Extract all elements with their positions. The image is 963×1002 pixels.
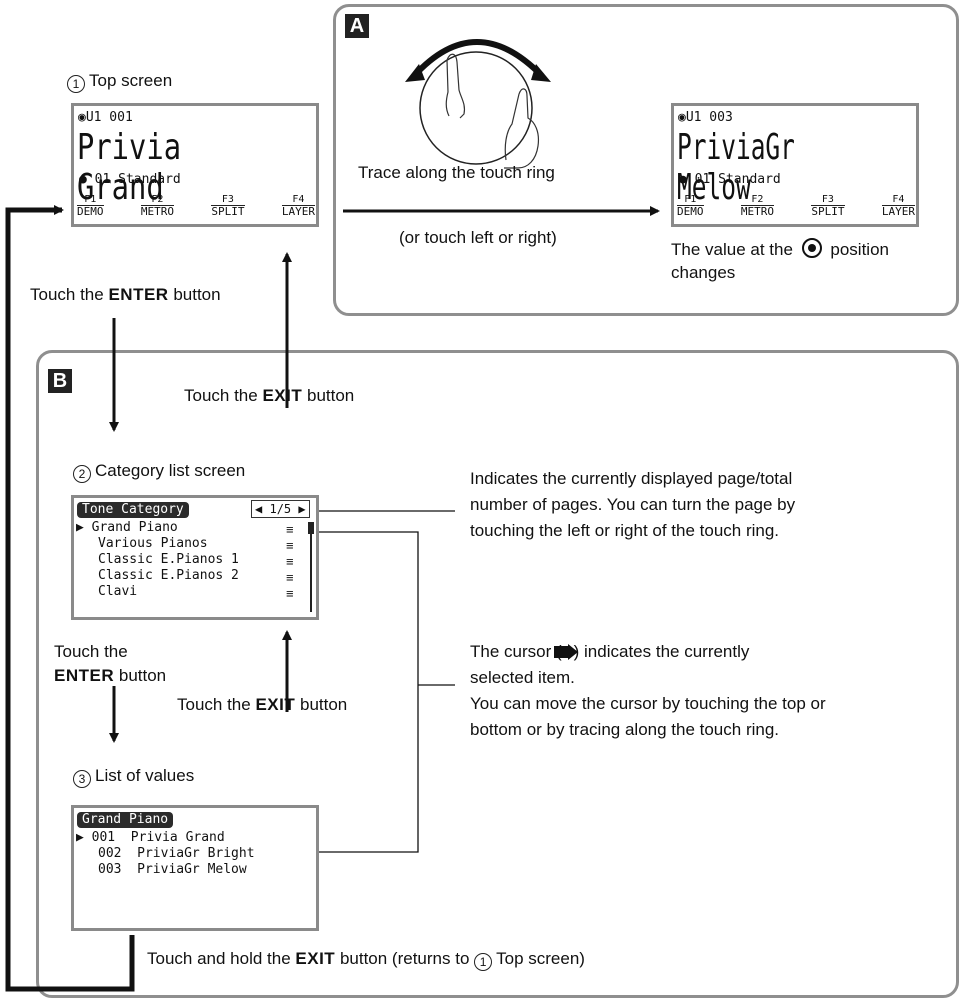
bullet-icon: ● <box>679 172 695 187</box>
category-list-screen: Tone Category ◀ 1/5 ▶ ▶ Grand Piano Vari… <box>71 495 319 620</box>
trace-text: Trace along the touch ring <box>358 163 555 182</box>
list-item[interactable]: Various Pianos <box>98 536 208 551</box>
panel-a-badge: A <box>345 14 369 38</box>
list-item[interactable]: Clavi <box>98 584 138 599</box>
top-screen-2-variation: ● 01 Standard <box>679 172 781 187</box>
enter-instruction-2b: ENTER button <box>54 666 167 685</box>
cursor-arrow-body <box>553 646 568 658</box>
touch-ring-illustration <box>405 39 551 169</box>
cursor-icon: ▶ <box>76 520 92 535</box>
cursor-note-3: You can move the cursor by touching the … <box>470 694 826 713</box>
list-item[interactable]: 003 PriviaGr Melow <box>98 862 247 877</box>
target-position-icon <box>801 238 822 258</box>
bullet-icon: ● <box>79 172 95 187</box>
cursor-note-2: selected item. <box>470 668 575 687</box>
list-item[interactable]: Classic E.Pianos 1 <box>98 552 239 567</box>
panel-b <box>36 350 959 998</box>
top-screen-2-tone: PriviaGr Melow <box>677 128 795 208</box>
radio-dot-icon: ◉ <box>678 110 686 125</box>
category-title: Tone Category <box>77 502 189 518</box>
hold-exit-instruction: Touch and hold the EXIT button (returns … <box>147 949 585 971</box>
exit-instruction-1: Touch the EXIT button <box>184 386 355 405</box>
top-screen-1-header: ◉U1 001 <box>78 110 133 125</box>
values-list-screen: Grand Piano ▶ 001 Privia Grand 002 Privi… <box>71 805 319 931</box>
page-right-icon[interactable]: ▶ <box>298 502 306 516</box>
value-change-text-2: changes <box>671 263 736 282</box>
page-note-1: Indicates the currently displayed page/t… <box>470 469 793 488</box>
page-left-icon[interactable]: ◀ <box>255 502 263 516</box>
list-item[interactable]: Classic E.Pianos 2 <box>98 568 239 583</box>
page-note-2: number of pages. You can turn the page b… <box>470 495 796 514</box>
scrollbar[interactable] <box>310 522 312 612</box>
value-change-text-1: The value at the position <box>671 238 889 259</box>
list-item[interactable]: ▶ Grand Piano <box>76 520 178 535</box>
top-screen-1-tone: Privia Grand <box>77 128 182 208</box>
cursor-note-1: The cursor () indicates the currently <box>470 642 750 661</box>
return-loop-arrow <box>5 205 135 992</box>
list-item[interactable]: ▶ 001 Privia Grand <box>76 830 225 845</box>
panel-b-badge: B <box>48 369 72 393</box>
top-screen-1-variation: ● 01 Standard <box>79 172 181 187</box>
panel-a <box>333 4 959 316</box>
submenu-icons: ≡≡≡≡≡ <box>286 522 294 601</box>
list-item[interactable]: 002 PriviaGr Bright <box>98 846 255 861</box>
top-screen-2-header: ◉U1 003 <box>678 110 733 125</box>
cursor-arrow-icon <box>567 644 578 660</box>
or-text: (or touch left or right) <box>399 228 557 247</box>
radio-dot-icon: ◉ <box>78 110 86 125</box>
page-indicator: ◀ 1/5 ▶ <box>251 500 310 518</box>
values-title: Grand Piano <box>77 812 174 828</box>
page-note-3: touching the left or right of the touch … <box>470 521 780 540</box>
cursor-note-4: bottom or by tracing along the touch rin… <box>470 720 780 739</box>
enter-instruction-1: Touch the ENTER button <box>30 285 221 304</box>
scrollbar-thumb[interactable] <box>308 522 314 534</box>
enter-instruction-2a: Touch the <box>54 642 128 661</box>
cursor-icon: ▶ <box>76 830 92 845</box>
exit-instruction-2: Touch the EXIT button <box>177 695 348 714</box>
